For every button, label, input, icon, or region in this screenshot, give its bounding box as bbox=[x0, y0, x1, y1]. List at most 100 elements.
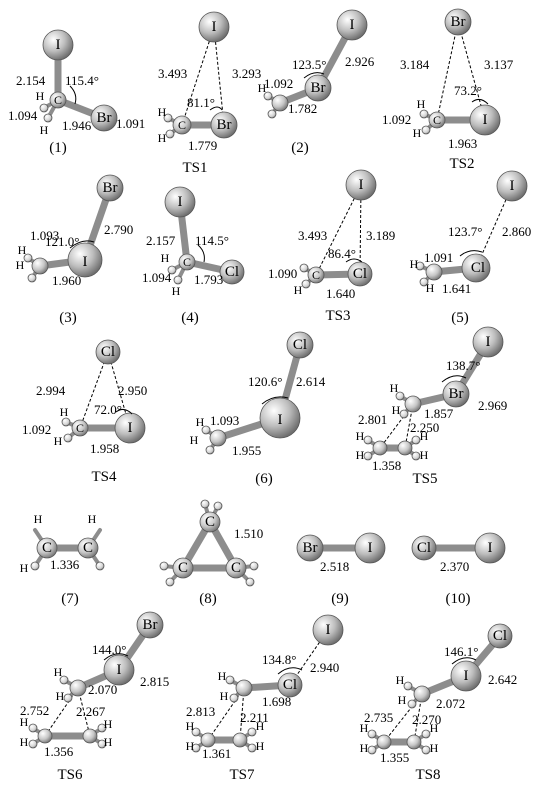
atom-c bbox=[71, 419, 89, 437]
atom-label-h: H bbox=[104, 735, 113, 749]
bond-length: 2.735 bbox=[364, 710, 393, 725]
atom-label-h: H bbox=[390, 381, 399, 395]
structure-4: I Cl C H H 2.157 114.5° 1.094 1.793 (4) bbox=[142, 186, 245, 326]
atom-h bbox=[419, 109, 429, 119]
bond-length: 1.955 bbox=[232, 443, 261, 458]
atom-label-h: H bbox=[420, 448, 429, 462]
atom-c bbox=[69, 679, 87, 697]
atom-h bbox=[23, 253, 33, 263]
structure-caption: (7) bbox=[61, 591, 79, 607]
bond-length: 2.752 bbox=[20, 703, 49, 718]
structure-5: I Cl H H 123.7° 2.860 1.091 1.641 (5) bbox=[410, 170, 531, 326]
atom-i bbox=[312, 614, 344, 646]
bond-length: 1.793 bbox=[194, 272, 223, 287]
atom-c bbox=[37, 728, 53, 744]
structure-caption: (10) bbox=[446, 591, 471, 607]
atom-br bbox=[136, 611, 164, 639]
structure-6: Cl I H H 120.6° 2.614 1.093 1.955 (6) bbox=[190, 331, 326, 487]
atom-label-x: I bbox=[56, 37, 61, 53]
atom-label-x: I bbox=[212, 19, 217, 35]
atom-i bbox=[259, 397, 301, 439]
atom-label-x: Cl bbox=[493, 628, 507, 644]
atom-c bbox=[199, 511, 221, 533]
atom-label-h: H bbox=[356, 429, 365, 443]
bond-length: 3.189 bbox=[366, 228, 395, 243]
atom-h bbox=[28, 723, 38, 733]
atom-label-h: H bbox=[190, 433, 199, 447]
atom-h bbox=[28, 739, 38, 749]
structure-caption: (2) bbox=[291, 140, 309, 156]
atom-label-h: H bbox=[420, 429, 429, 443]
atom-h bbox=[191, 743, 201, 753]
bond-length: 2.801 bbox=[358, 412, 387, 427]
bond-length: 1.641 bbox=[442, 281, 471, 296]
atom-label-h: H bbox=[256, 739, 265, 753]
bond-angle: 81.1° bbox=[187, 95, 215, 110]
bond-length: 3.184 bbox=[400, 57, 430, 72]
structure-caption: (3) bbox=[59, 310, 77, 326]
atom-h bbox=[43, 113, 53, 123]
atom-i bbox=[164, 186, 196, 218]
atom-label-h: H bbox=[88, 512, 97, 526]
atom-h bbox=[411, 451, 421, 461]
atom-label-c: C bbox=[231, 560, 241, 576]
atom-h bbox=[245, 577, 255, 587]
structure-caption: TS7 bbox=[229, 767, 255, 783]
atom-label-h: H bbox=[426, 281, 435, 295]
angle-arc bbox=[459, 250, 483, 257]
atom-label-h: H bbox=[396, 673, 405, 687]
atom-h bbox=[403, 681, 413, 691]
atom-c bbox=[307, 266, 325, 284]
atom-h bbox=[395, 391, 405, 401]
atom-label-h: H bbox=[172, 284, 181, 298]
atom-label-y: Cl bbox=[283, 677, 297, 693]
atom-c bbox=[372, 440, 388, 456]
atom-c bbox=[172, 115, 192, 135]
structure-caption: (4) bbox=[181, 310, 199, 326]
structure-1: I Br C H H 2.154 115.4° 1.094 1.946 (1) bbox=[8, 29, 118, 156]
atom-h bbox=[407, 699, 417, 709]
atom-label-h: H bbox=[16, 258, 25, 272]
bond-length: 2.815 bbox=[140, 674, 169, 689]
atom-h bbox=[163, 113, 173, 123]
bond-length: 3.293 bbox=[232, 66, 261, 81]
atom-label-y: I bbox=[368, 540, 373, 556]
structure-3: Br I H H 121.0° 2.790 1.093 1.960 (3) bbox=[16, 174, 133, 326]
atom-h bbox=[165, 577, 175, 587]
bond-length: 2.950 bbox=[118, 383, 147, 398]
atom-cl bbox=[487, 623, 513, 649]
atom-h bbox=[59, 675, 69, 685]
atom-h bbox=[411, 435, 421, 445]
bond-length: 2.969 bbox=[478, 398, 507, 413]
bond-length: 1.092 bbox=[22, 422, 51, 437]
atom-c bbox=[428, 111, 446, 129]
atom-cl bbox=[411, 535, 437, 561]
structure-9: Br I 2.518 (9) bbox=[296, 532, 386, 607]
atom-label-h: H bbox=[158, 131, 167, 145]
atom-cl bbox=[219, 259, 245, 285]
atom-label-h: H bbox=[220, 689, 229, 703]
bond-length: 2.267 bbox=[76, 704, 106, 719]
atom-c bbox=[225, 557, 247, 579]
structure-caption: TS8 bbox=[415, 767, 440, 783]
atom-label-h: H bbox=[196, 415, 205, 429]
atom-label-y: I bbox=[488, 540, 493, 556]
bond-angle: 121.0° bbox=[45, 234, 79, 249]
atom-i bbox=[450, 660, 482, 692]
atom-c bbox=[413, 685, 431, 703]
structure-ts3: I Cl C H 3.493 3.189 86.4° 1.090 1.640 T… bbox=[268, 169, 395, 324]
atom-label-y: I bbox=[83, 254, 88, 270]
angle-arc bbox=[261, 396, 289, 405]
atom-h bbox=[229, 693, 239, 703]
bond-length: 1.094 bbox=[8, 108, 38, 123]
atom-label-x: Cl bbox=[101, 344, 115, 360]
atom-label-h: H bbox=[34, 512, 43, 526]
atom-h bbox=[263, 91, 273, 101]
bond-length: 2.250 bbox=[410, 420, 439, 435]
bond-angle: 72.0° bbox=[94, 402, 122, 417]
bond-length: 1.698 bbox=[262, 694, 291, 709]
atom-label-x: I bbox=[326, 622, 331, 638]
atom-h bbox=[367, 745, 377, 755]
atom-c bbox=[77, 537, 99, 559]
atom-h bbox=[225, 675, 235, 685]
